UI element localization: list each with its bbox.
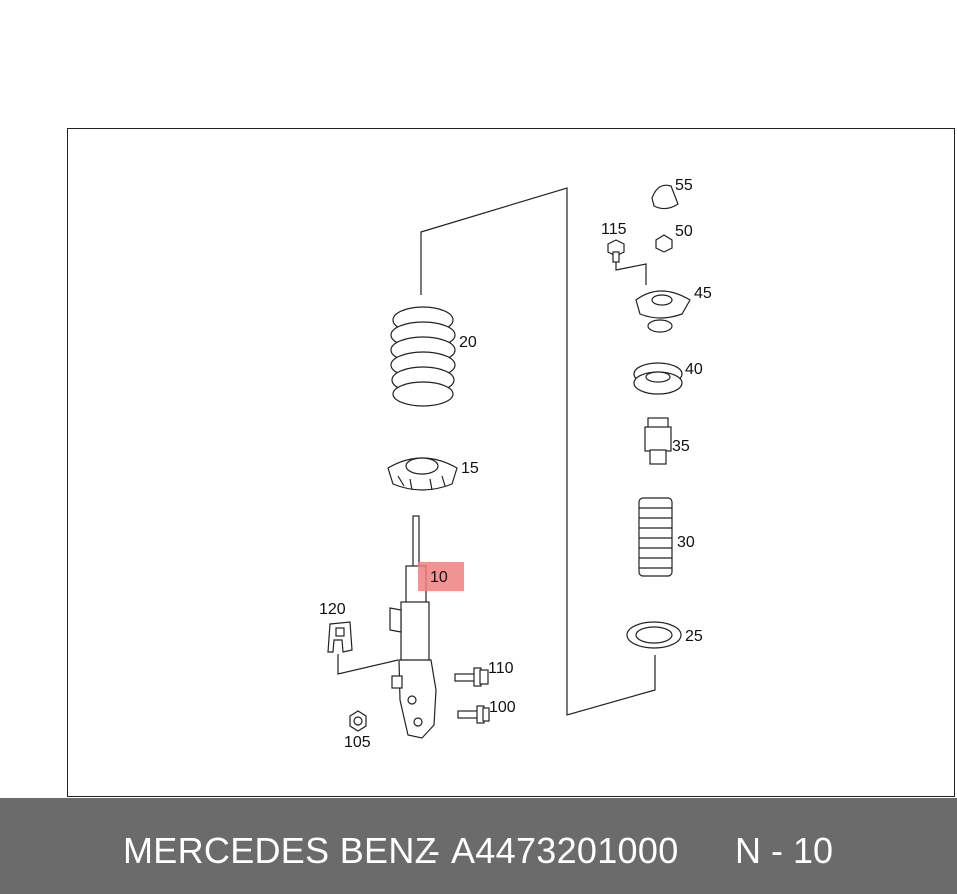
position-label: N - 10 [735, 830, 834, 871]
callout-35: 35 [672, 438, 690, 455]
leader-bolt-115 [615, 262, 647, 285]
isolator-ring-part[interactable] [626, 621, 682, 649]
callout-55: 55 [675, 177, 693, 194]
callout-10: 10 [430, 569, 448, 586]
callout-45: 45 [694, 285, 712, 302]
nut-105-part[interactable] [349, 710, 367, 732]
leader-spring-group [420, 187, 656, 716]
callout-highlight [418, 562, 464, 591]
bolt-110-part[interactable] [454, 667, 489, 687]
dust-boot-part[interactable] [638, 497, 673, 577]
bolt-115-part[interactable] [607, 239, 625, 263]
callout-105: 105 [344, 734, 371, 751]
footer-bar [0, 798, 957, 894]
bearing-part[interactable] [633, 362, 683, 395]
callout-40: 40 [685, 361, 703, 378]
callout-20: 20 [459, 334, 477, 351]
nut-50-part[interactable] [655, 234, 673, 253]
bracket-part[interactable] [327, 621, 353, 653]
callout-50: 50 [675, 223, 693, 240]
callout-100: 100 [489, 699, 516, 716]
parts-diagram: 20 15 10 120 110 100 105 55 50 115 45 40… [319, 177, 712, 751]
diagram-frame [67, 128, 955, 797]
callout-25: 25 [685, 628, 703, 645]
bump-stop-part[interactable] [644, 417, 672, 465]
spring-seat-part[interactable] [387, 457, 458, 491]
callout-120: 120 [319, 601, 346, 618]
leader-bracket-group [337, 654, 399, 675]
callout-115: 115 [601, 221, 627, 238]
top-mount-part[interactable] [635, 290, 691, 333]
bolt-100-part[interactable] [457, 705, 490, 724]
coil-spring-part[interactable] [390, 306, 456, 407]
brand-separator: - [428, 830, 440, 871]
callout-30: 30 [677, 534, 695, 551]
callout-15: 15 [461, 460, 479, 477]
part-number: A4473201000 [451, 830, 679, 871]
callout-110: 110 [488, 660, 514, 677]
brand-label: MERCEDES BENZ [123, 830, 437, 871]
dust-cap-part[interactable] [651, 184, 679, 210]
shock-strut-part[interactable] [389, 515, 437, 739]
